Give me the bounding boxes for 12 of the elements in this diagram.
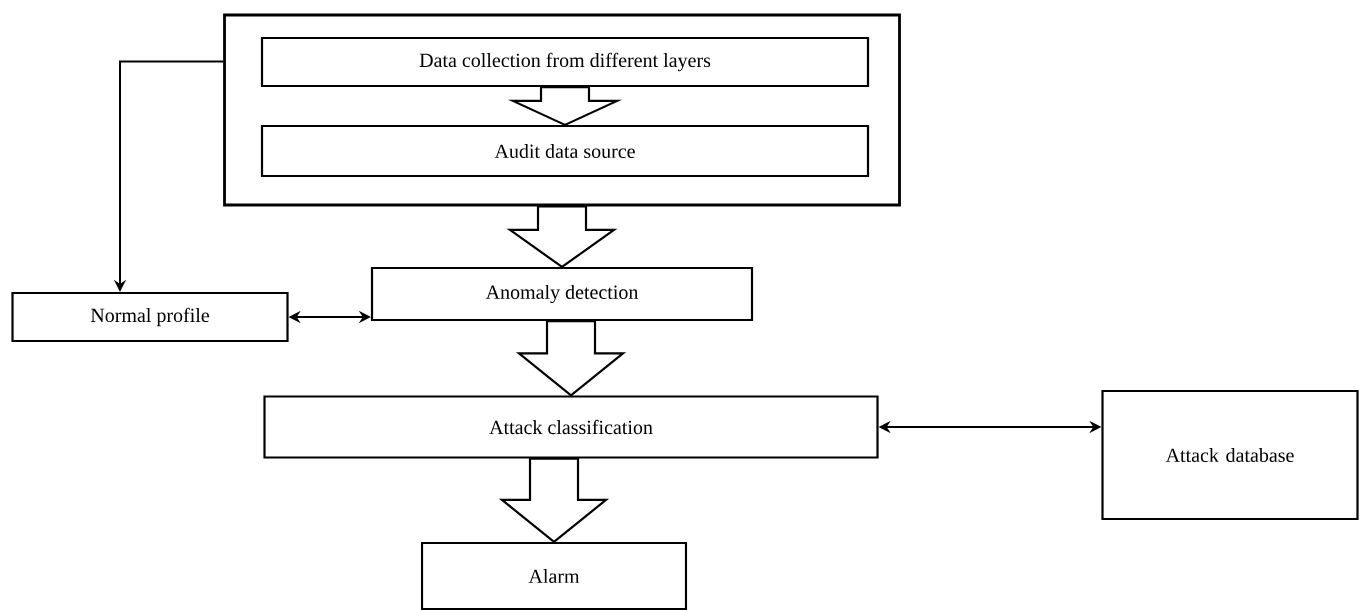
process-box: Attack classification [263,395,879,459]
block-arrow [508,86,622,127]
process-box: Normal profile [11,291,289,343]
process-box: Anomaly detection [370,266,754,322]
block-arrow [506,205,618,269]
process-box: Audit data source [260,124,870,178]
outer-box [223,13,901,207]
block-arrow [498,457,610,544]
block-arrow [515,320,627,397]
process-box: Alarm [420,541,688,610]
process-box: Attack database [1101,389,1359,521]
process-box: Data collection from different layers [260,36,870,88]
